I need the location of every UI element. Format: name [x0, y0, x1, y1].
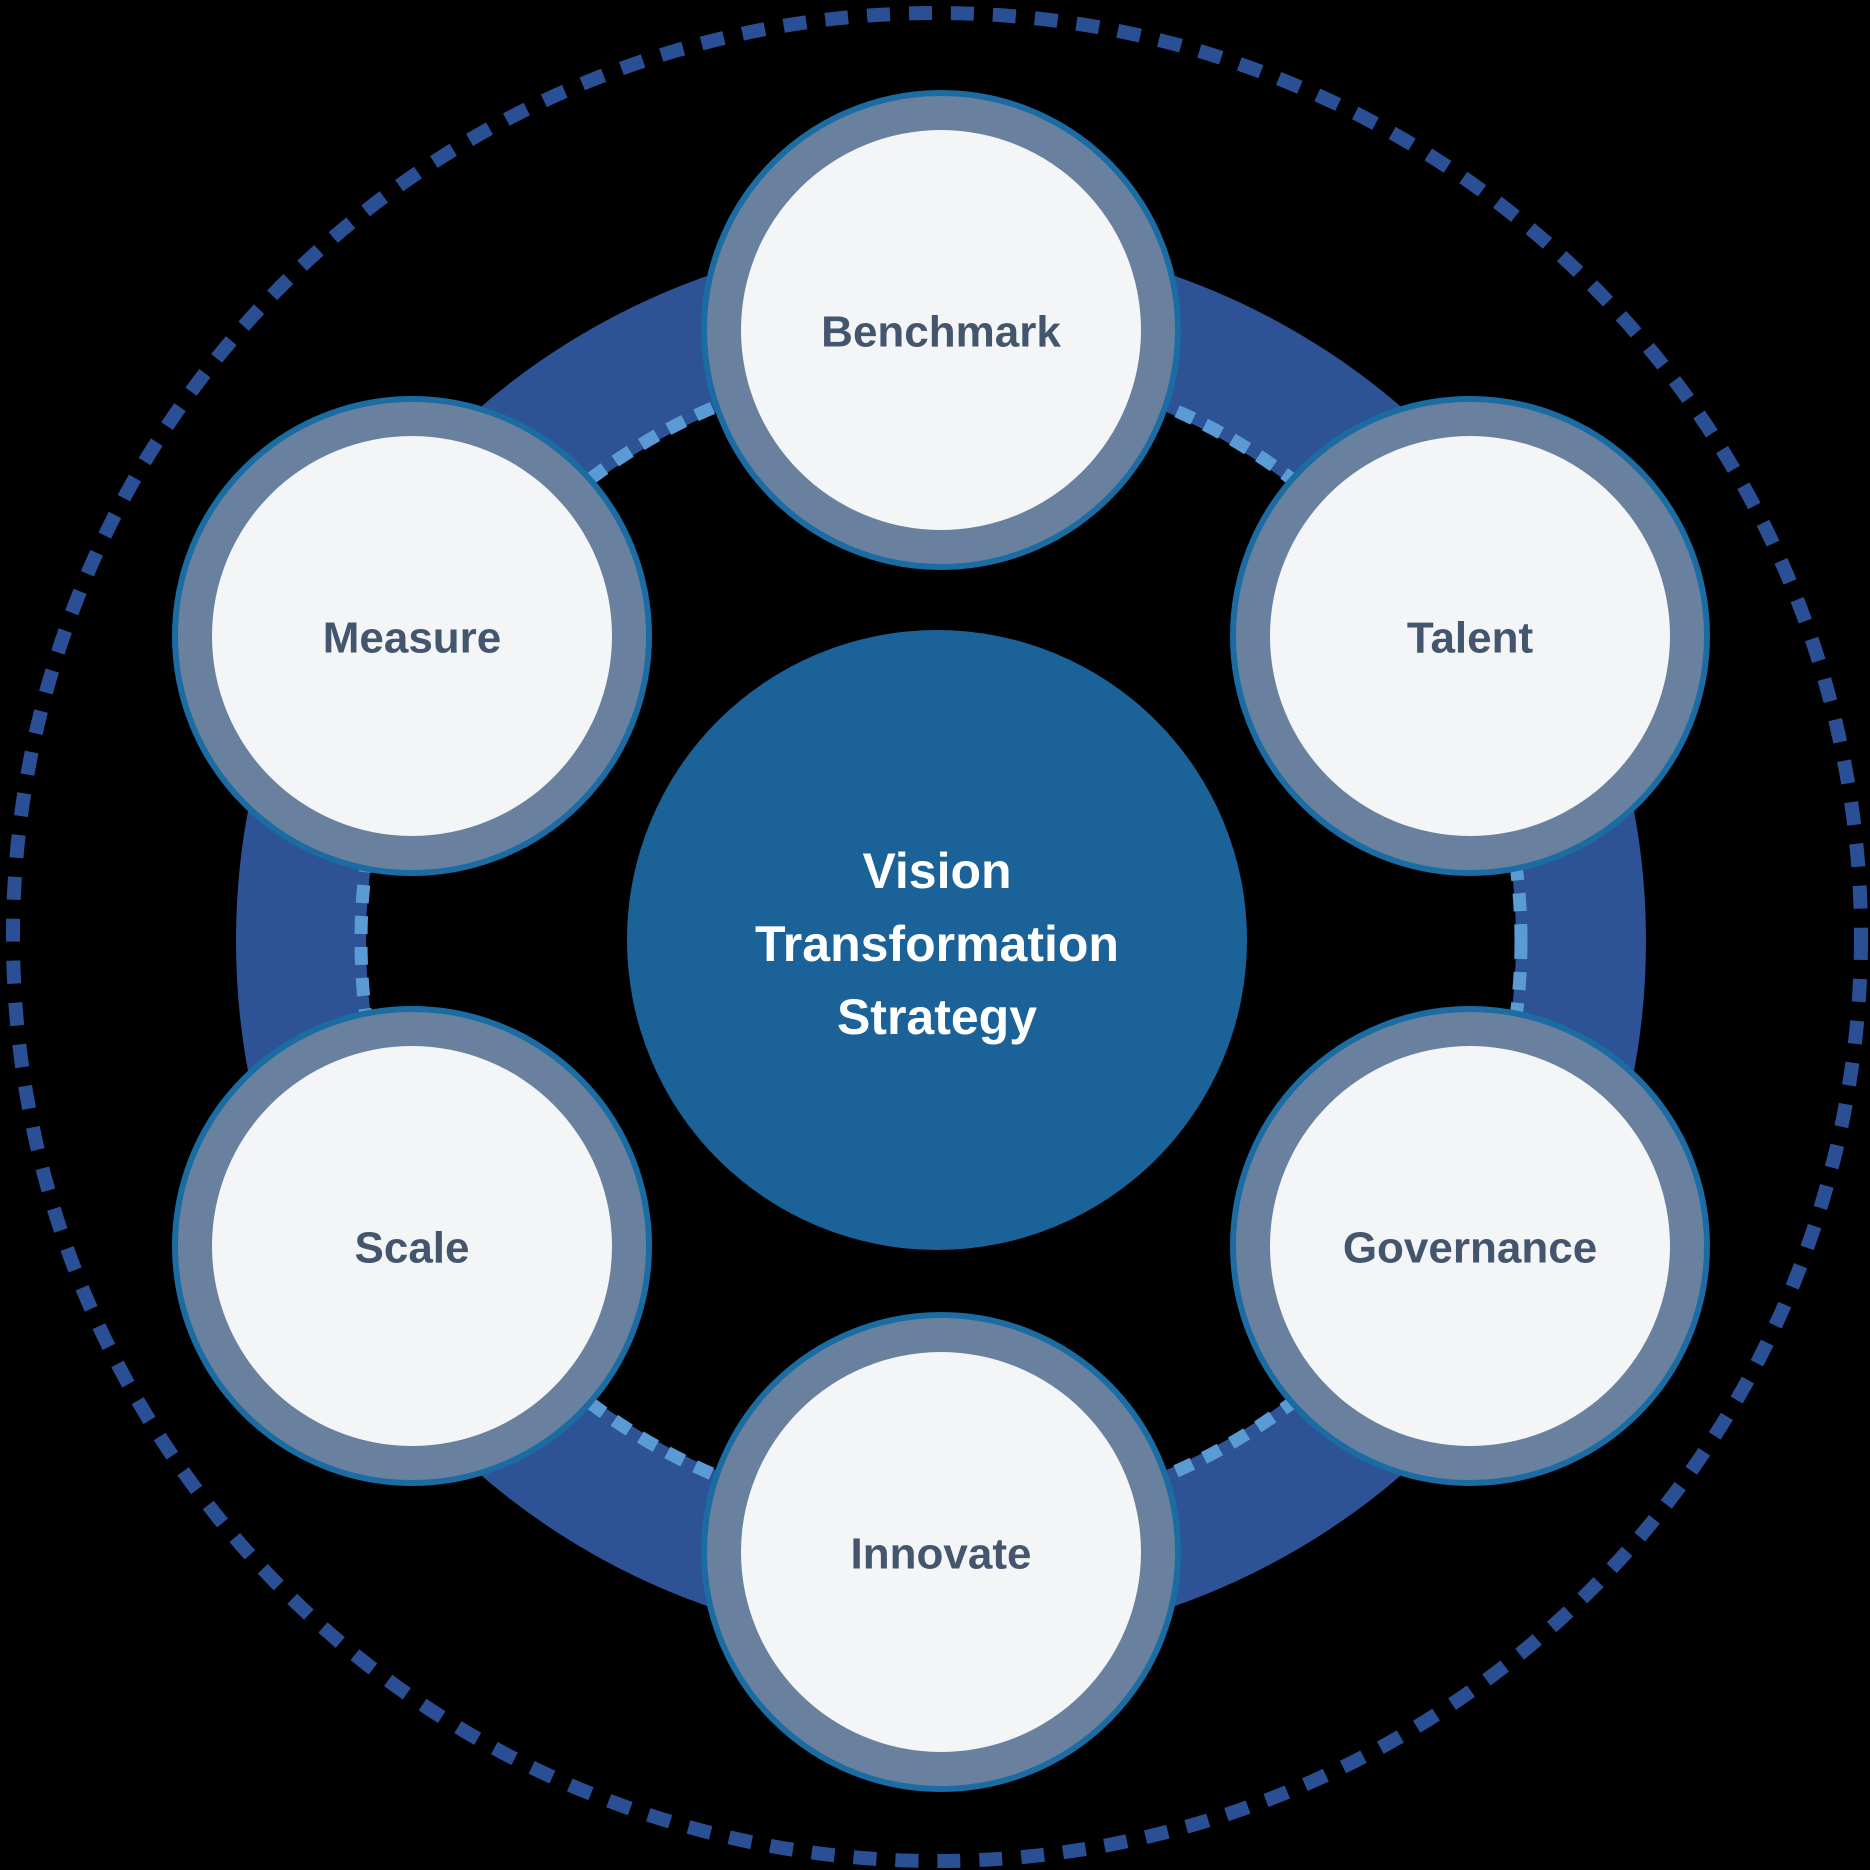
- node-benchmark-label: Benchmark: [821, 308, 1061, 357]
- hub: Vision Transformation Strategy: [627, 630, 1247, 1250]
- node-benchmark: Benchmark: [701, 90, 1181, 570]
- node-innovate: Innovate: [701, 1312, 1181, 1792]
- hub-label-line-3: Strategy: [837, 989, 1037, 1045]
- node-governance-label: Governance: [1343, 1224, 1597, 1273]
- node-measure: Measure: [172, 396, 652, 876]
- node-governance-face: [1270, 1046, 1670, 1446]
- hub-label-line-2: Transformation: [755, 916, 1119, 972]
- node-innovate-label: Innovate: [851, 1530, 1032, 1579]
- node-talent: Talent: [1230, 396, 1710, 876]
- node-scale-face: [212, 1046, 612, 1446]
- node-measure-label: Measure: [323, 614, 502, 663]
- node-talent-face: [1270, 436, 1670, 836]
- node-scale-label: Scale: [355, 1224, 470, 1273]
- node-benchmark-face: [741, 130, 1141, 530]
- outer-dashed-ring: [6, 6, 1868, 1868]
- node-talent-label: Talent: [1407, 614, 1534, 663]
- node-measure-face: [212, 436, 612, 836]
- hub-circle: [627, 630, 1247, 1250]
- node-scale: Scale: [172, 1006, 652, 1486]
- node-governance: Governance: [1230, 1006, 1710, 1486]
- hub-label-line-1: Vision: [862, 843, 1011, 899]
- node-innovate-face: [741, 1352, 1141, 1752]
